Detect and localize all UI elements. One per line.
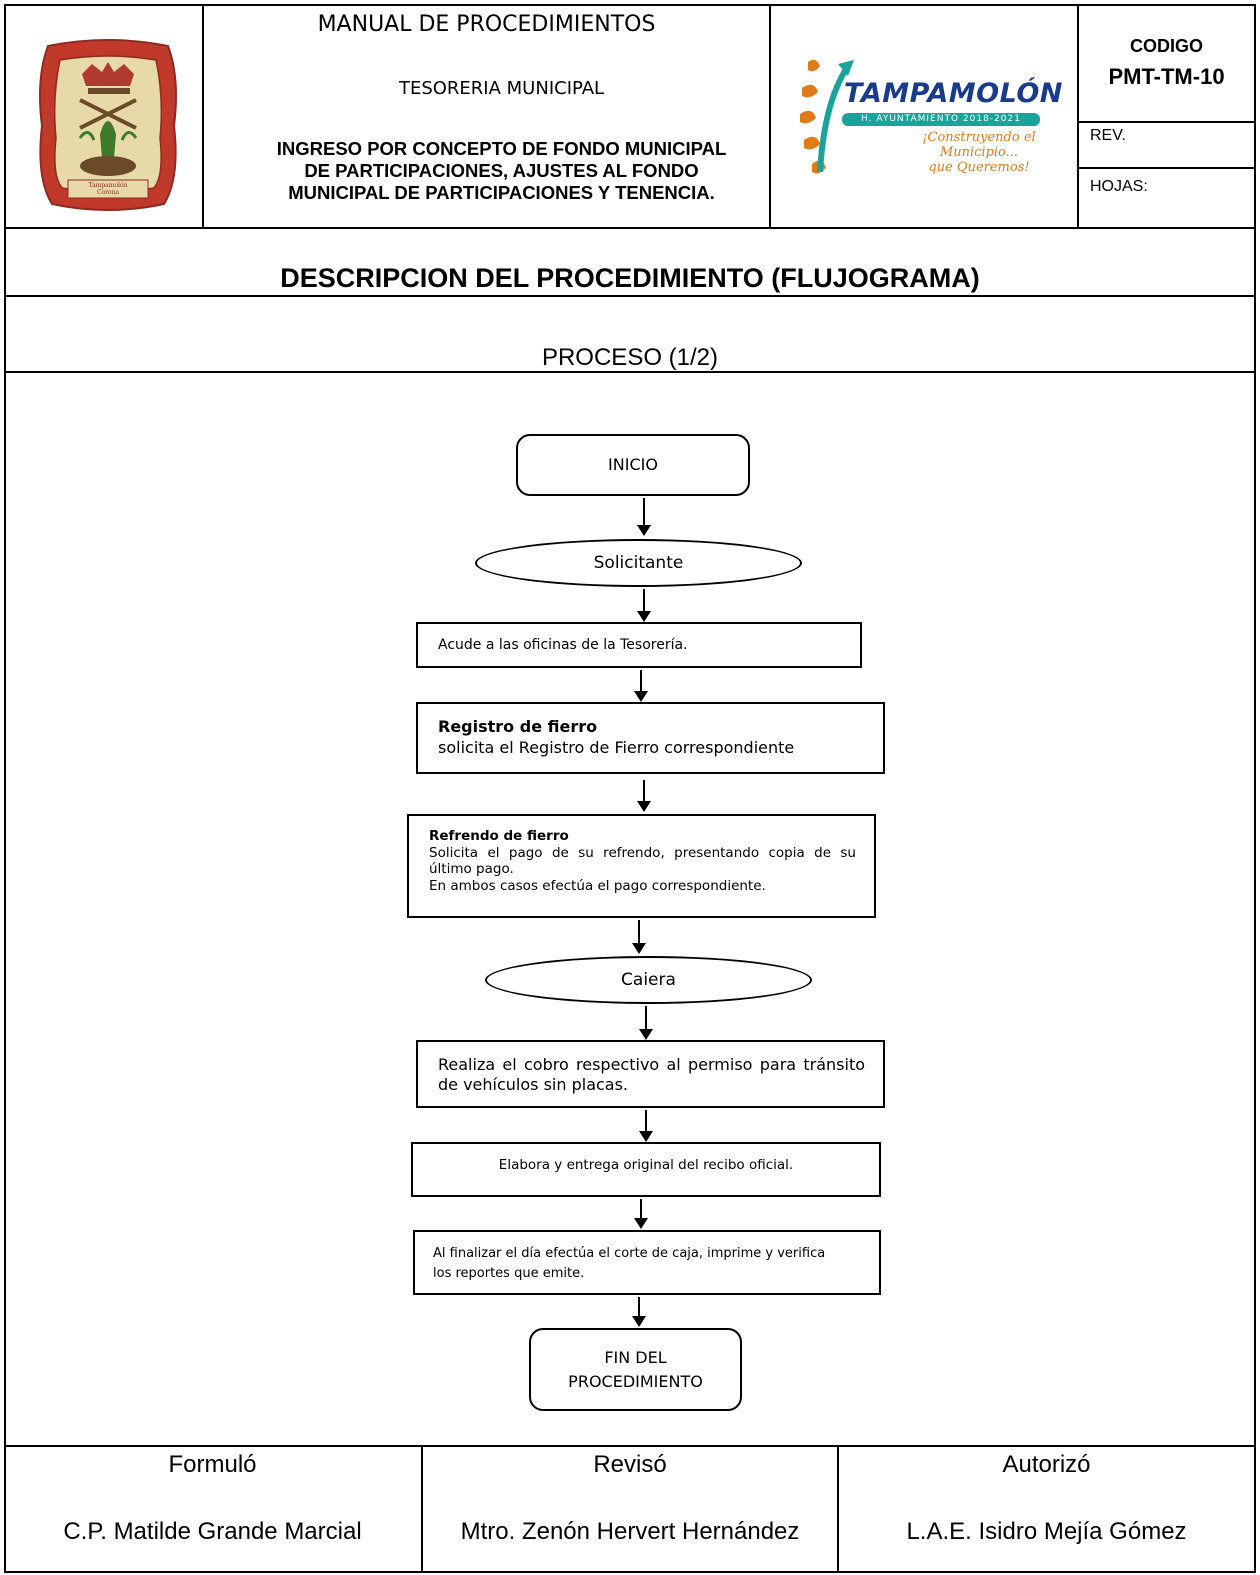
department-name: TESORERIA MUNICIPAL bbox=[398, 78, 605, 99]
arrow-8 bbox=[634, 1199, 648, 1229]
arrow-3 bbox=[634, 670, 648, 702]
arrow-6 bbox=[639, 1006, 653, 1040]
arrow-7 bbox=[639, 1110, 653, 1142]
reviso-name: Mtro. Zenón Hervert Hernández bbox=[460, 1518, 800, 1545]
arrow-4 bbox=[637, 780, 651, 812]
codigo-label: CODIGO bbox=[1129, 36, 1203, 56]
logo-name: TAMPAMOLÓN bbox=[844, 78, 1063, 109]
step-recibo-text: Elabora y entrega original del recibo of… bbox=[498, 1157, 794, 1173]
step-registro-title: Registro de fierro bbox=[438, 717, 598, 736]
autorizo-label: Autorizó bbox=[1002, 1451, 1091, 1478]
logo-slogan-line1: ¡Construyendo el Municipio... bbox=[922, 130, 1036, 160]
step-refrendo-text1: Solicita el pago de su refrendo, present… bbox=[429, 844, 856, 861]
arrow-9 bbox=[632, 1297, 646, 1327]
end-node-line1: FIN DEL bbox=[604, 1347, 667, 1367]
manual-title: MANUAL DE PROCEDIMIENTOS bbox=[317, 12, 656, 37]
start-node-label: INICIO bbox=[608, 454, 658, 474]
autorizo-name: L.A.E. Isidro Mejía Gómez bbox=[906, 1518, 1187, 1545]
step-cobro-line2: de vehículos sin placas. bbox=[438, 1075, 629, 1094]
formulo-label: Formuló bbox=[168, 1451, 257, 1478]
arrow-1 bbox=[637, 498, 651, 536]
municipal-seal: Tampamolón Corona bbox=[30, 38, 186, 214]
actor-solicitante: Solicitante bbox=[475, 539, 802, 587]
procedure-title-line3: MUNICIPAL DE PARTICIPACIONES Y TENENCIA. bbox=[288, 182, 715, 203]
step-corte-caja: Al finalizar el día efectúa el corte de … bbox=[413, 1230, 881, 1295]
rev-label: REV. bbox=[1090, 127, 1126, 144]
logo-subtitle: H. AYUNTAMIENTO 2018-2021 bbox=[842, 113, 1040, 126]
step-refrendo-text2: último pago. bbox=[429, 861, 514, 877]
procedure-title: INGRESO POR CONCEPTO DE FONDO MUNICIPAL … bbox=[204, 138, 799, 204]
seal-text-line1: Tampamolón bbox=[88, 182, 128, 189]
step-acude-text: Acude a las oficinas de la Tesorería. bbox=[438, 637, 688, 653]
seal-text: Tampamolón Corona bbox=[68, 182, 148, 196]
tampamolon-logo: TAMPAMOLÓN H. AYUNTAMIENTO 2018-2021 ¡Co… bbox=[794, 52, 1070, 182]
step-refrendo-text3: En ambos casos efectúa el pago correspon… bbox=[429, 877, 766, 894]
step-registro-text: solicita el Registro de Fierro correspon… bbox=[438, 738, 795, 757]
codigo-value: PMT-TM-10 bbox=[1108, 64, 1225, 89]
step-refrendo-title: Refrendo de fierro bbox=[429, 828, 569, 844]
step-corte-line1: Al finalizar el día efectúa el corte de … bbox=[433, 1246, 826, 1261]
end-node: FIN DEL PROCEDIMIENTO bbox=[529, 1328, 742, 1411]
actor-solicitante-label: Solicitante bbox=[593, 552, 684, 573]
seal-text-line2: Corona bbox=[96, 189, 120, 196]
logo-slogan-line2: que Queremos! bbox=[928, 160, 1030, 175]
actor-caiera: Caiera bbox=[485, 956, 812, 1004]
end-node-line2: PROCEDIMIENTO bbox=[568, 1371, 703, 1391]
reviso-label: Revisó bbox=[593, 1451, 667, 1478]
procedure-title-line2: DE PARTICIPACIONES, AJUSTES AL FONDO bbox=[304, 160, 699, 181]
step-registro-fierro: Registro de fierro solicita el Registro … bbox=[416, 702, 885, 774]
section-title: DESCRIPCION DEL PROCEDIMIENTO (FLUJOGRAM… bbox=[280, 263, 980, 293]
formulo-name: C.P. Matilde Grande Marcial bbox=[63, 1518, 362, 1545]
step-corte-line2: los reportes que emite. bbox=[433, 1266, 585, 1281]
step-refrendo-fierro: Refrendo de fierro Solicita el pago de s… bbox=[407, 814, 876, 918]
step-acude: Acude a las oficinas de la Tesorería. bbox=[416, 622, 862, 668]
procedure-title-line1: INGRESO POR CONCEPTO DE FONDO MUNICIPAL bbox=[276, 138, 727, 159]
hojas-label: HOJAS: bbox=[1090, 178, 1148, 195]
actor-caiera-label: Caiera bbox=[621, 969, 676, 990]
start-node: INICIO bbox=[516, 434, 750, 496]
step-cobro-line1: Realiza el cobro respectivo al permiso p… bbox=[438, 1055, 865, 1074]
process-label: PROCESO (1/2) bbox=[541, 344, 719, 371]
step-cobro: Realiza el cobro respectivo al permiso p… bbox=[416, 1040, 885, 1108]
logo-slogan: ¡Construyendo el Municipio... que Querem… bbox=[884, 130, 1074, 175]
arrow-2 bbox=[637, 589, 651, 622]
step-recibo: Elabora y entrega original del recibo of… bbox=[411, 1142, 881, 1197]
arrow-5 bbox=[632, 920, 646, 954]
